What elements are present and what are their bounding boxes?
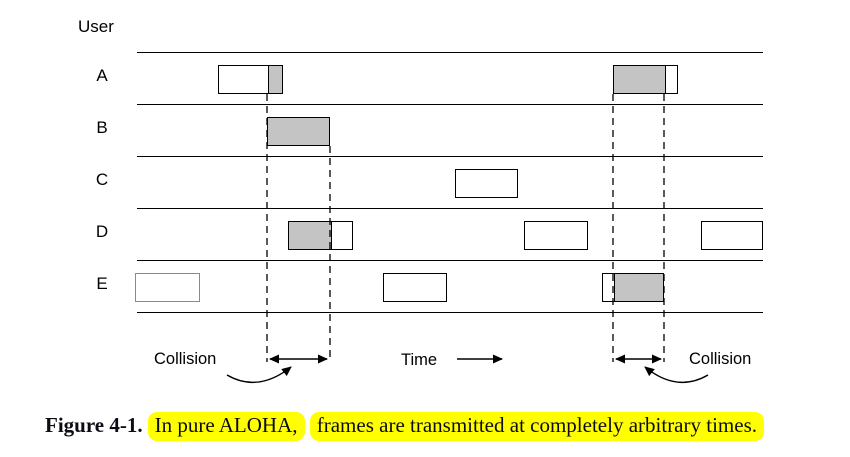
row-label-e: E [96,274,108,293]
frame-segment-shaded [614,274,663,301]
frame-a2 [613,65,678,94]
row-label-b: B [96,118,108,137]
frame-e3 [602,273,664,302]
figure-caption: Figure 4-1.In pure ALOHA, frames are tra… [45,412,764,441]
row-label-c: C [95,170,109,189]
frame-segment-clear [525,222,587,249]
frame-segment-shaded [268,66,282,93]
frame-segment-shaded [268,118,329,145]
frame-segment-clear [219,66,268,93]
row-label-d: D [95,222,109,241]
frame-d1 [288,221,353,250]
frame-e1 [135,273,200,302]
caption-highlight-1: In pure ALOHA, [147,412,305,441]
collision-pointer-arrow-right [644,366,709,384]
frame-segment-clear [331,222,352,249]
frame-segment-shaded [614,66,665,93]
frame-c1 [455,169,518,198]
frame-segment-clear [384,274,446,301]
collision-label-left: Collision [154,350,217,368]
figure-number: Figure 4-1. [45,413,143,437]
collision-pointer-arrow-left [226,366,292,384]
frame-b1 [267,117,330,146]
timeline-row-line [137,156,763,157]
time-label: Time [401,351,438,369]
caption-highlight-2: frames are transmitted at completely arb… [309,412,764,441]
timeline-row-line [137,260,763,261]
user-axis-label: User [78,17,114,36]
timeline-row-line [137,312,763,313]
frame-a1 [218,65,283,94]
frame-e2 [383,273,447,302]
timeline-row-line [137,52,763,53]
frame-segment-clear [456,170,517,197]
frame-segment-clear [136,274,199,301]
collision-label-right: Collision [689,350,752,368]
frame-segment-shaded [289,222,331,249]
timeline-row-line [137,208,763,209]
frame-d2 [524,221,588,250]
frame-segment-clear [665,66,677,93]
frame-segment-clear [702,222,762,249]
frame-d3 [701,221,763,250]
timeline-row-line [137,104,763,105]
row-label-a: A [96,66,108,85]
frame-segment-clear [603,274,614,301]
